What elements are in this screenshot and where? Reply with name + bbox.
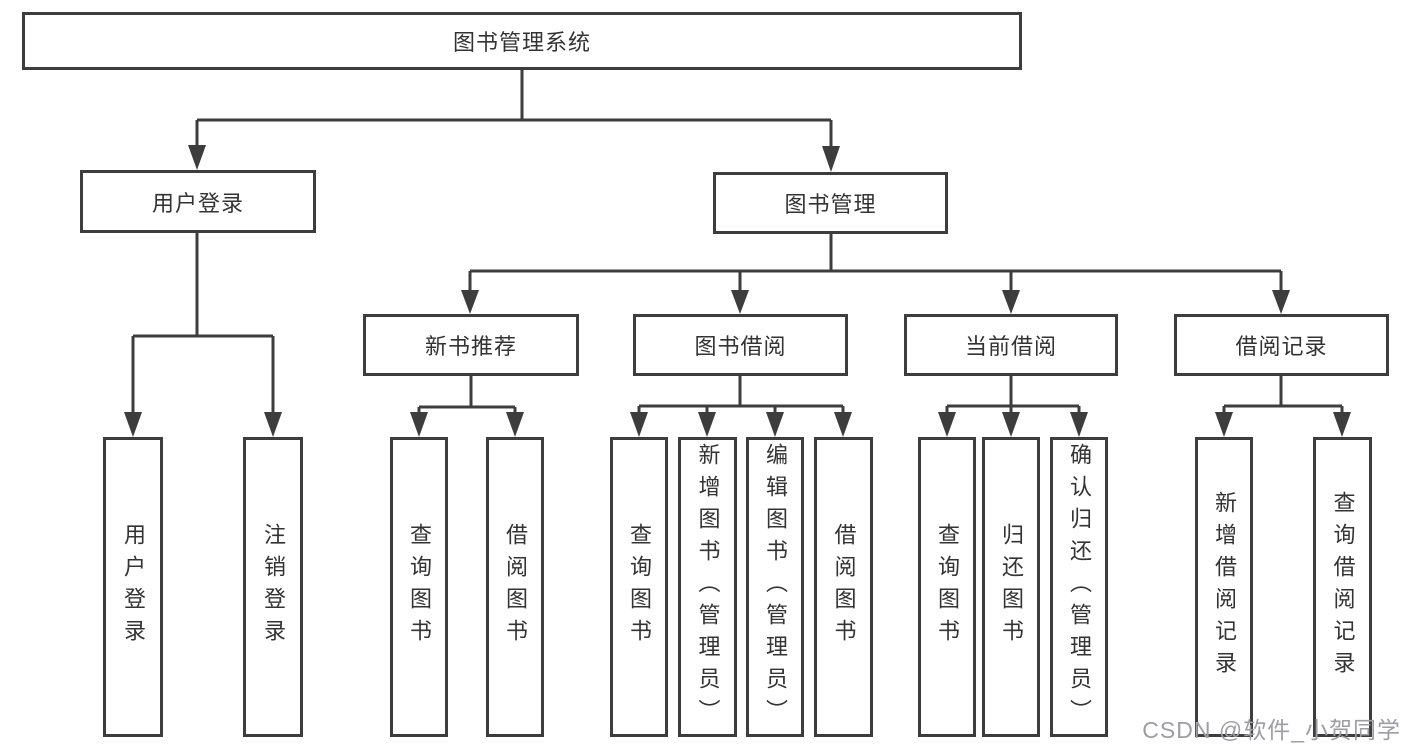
csdn-watermark: CSDN @软件_小贺同学	[1142, 717, 1401, 743]
connector-currentborrow-split	[945, 376, 1081, 414]
leaf-cb-return-books: 归还图书	[982, 437, 1040, 737]
connector-bookborrow-split	[637, 376, 845, 414]
leaf-cb-return-books-label: 归还图书	[999, 523, 1024, 651]
leaf-nbr-borrow-books: 借阅图书	[486, 437, 544, 737]
leaf-nbr-query-books: 查询图书	[390, 437, 448, 737]
leaf-bb-edit-books-admin-label: 编辑图书（管理员）	[763, 443, 788, 731]
node-book-mgmt-branch-label: 图书管理	[784, 192, 877, 217]
leaf-nbr-borrow-books-label: 借阅图书	[503, 523, 528, 651]
leaf-bb-query-books: 查询图书	[610, 437, 668, 737]
leaf-bb-query-books-label: 查询图书	[627, 523, 652, 651]
leaf-bb-add-books-admin: 新增图书（管理员）	[678, 437, 737, 737]
node-book-mgmt-branch: 图书管理	[713, 172, 948, 234]
connector-bookmgmt-split	[468, 234, 1283, 292]
leaf-br-add-record: 新增借阅记录	[1195, 437, 1253, 737]
arrowheads	[124, 145, 1351, 437]
connector-root-split	[195, 70, 833, 148]
node-book-borrow: 图书借阅	[633, 314, 848, 376]
node-new-book-rec: 新书推荐	[363, 314, 579, 376]
leaf-bb-borrow-books-label: 借阅图书	[831, 523, 857, 651]
node-new-book-rec-label: 新书推荐	[424, 334, 517, 359]
connector-newbookrec-split	[417, 376, 517, 414]
node-current-borrow-label: 当前借阅	[964, 334, 1057, 359]
leaf-cb-confirm-return-admin-label: 确认归还（管理员）	[1067, 443, 1092, 731]
leaf-br-add-record-label: 新增借阅记录	[1212, 491, 1237, 683]
connector-userlogin-split	[131, 233, 275, 414]
leaf-user-login: 用户登录	[103, 437, 163, 737]
node-user-login-branch-label: 用户登录	[151, 190, 244, 216]
leaf-bb-add-books-admin-label: 新增图书（管理员）	[695, 443, 721, 731]
node-root: 图书管理系统	[22, 12, 1022, 70]
node-user-login-branch: 用户登录	[80, 170, 316, 233]
leaf-nbr-query-books-label: 查询图书	[407, 523, 432, 651]
leaf-br-query-record-label: 查询借阅记录	[1330, 491, 1356, 683]
leaf-br-query-record: 查询借阅记录	[1313, 437, 1372, 737]
node-root-label: 图书管理系统	[452, 30, 591, 55]
leaf-bb-borrow-books: 借阅图书	[814, 437, 873, 737]
leaf-cb-query-books: 查询图书	[918, 437, 976, 737]
leaf-logout: 注销登录	[243, 437, 303, 737]
leaf-cb-confirm-return-admin: 确认归还（管理员）	[1050, 437, 1108, 737]
leaf-cb-query-books-label: 查询图书	[935, 523, 960, 651]
leaf-user-login-label: 用户登录	[121, 523, 146, 651]
node-current-borrow: 当前借阅	[904, 314, 1118, 376]
leaf-bb-edit-books-admin: 编辑图书（管理员）	[746, 437, 804, 737]
leaf-logout-label: 注销登录	[261, 523, 286, 651]
node-book-borrow-label: 图书借阅	[694, 334, 787, 359]
connector-borrowrecords-split	[1222, 376, 1344, 414]
node-borrow-records: 借阅记录	[1174, 314, 1389, 376]
node-borrow-records-label: 借阅记录	[1235, 334, 1328, 359]
